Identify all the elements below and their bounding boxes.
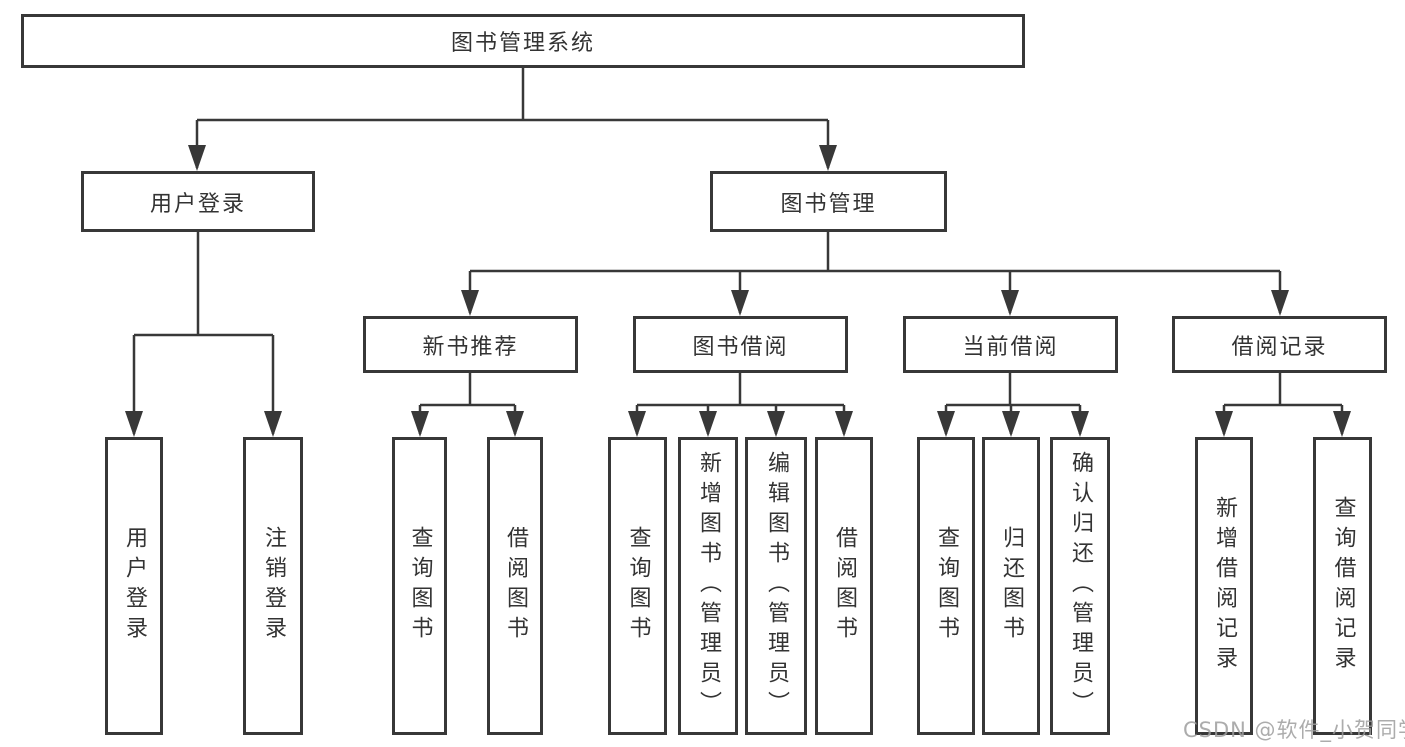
node-borrow-books: 借阅图书 [815,437,873,735]
node-label: 查询图书 [407,526,433,646]
node-label: 新增图书（管理员） [696,451,721,721]
node-label: 借阅记录 [1231,334,1328,360]
node-user-login-module: 用户登录 [81,171,315,232]
node-label: 用户登录 [122,526,147,646]
node-label: 注销登录 [261,526,286,646]
node-query-books-borrow: 查询图书 [608,437,667,735]
node-label: 当前借阅 [962,334,1059,360]
csdn-watermark: CSDN @软件_小贺同学 [1183,718,1405,742]
node-book-management-module: 图书管理 [710,171,947,232]
node-add-borrow-record: 新增借阅记录 [1195,437,1253,735]
node-user-login: 用户登录 [105,437,163,735]
node-label: 图书管理 [780,191,877,217]
node-edit-books-admin: 编辑图书（管理员） [745,437,807,735]
node-label: 借阅图书 [832,526,857,646]
node-label: 确认归还（管理员） [1068,451,1093,721]
node-query-books-current: 查询图书 [917,437,975,735]
node-query-borrow-record: 查询借阅记录 [1313,437,1372,735]
node-label: 查询借阅记录 [1330,496,1356,676]
node-query-books-recommend: 查询图书 [392,437,447,735]
node-label: 归还图书 [999,526,1024,646]
node-label: 图书借阅 [692,334,789,360]
arrowheads [125,145,1351,437]
node-confirm-return-admin: 确认归还（管理员） [1050,437,1110,735]
node-library-management-system: 图书管理系统 [21,14,1025,68]
node-borrow-books-recommend: 借阅图书 [487,437,543,735]
node-label: 借阅图书 [503,526,528,646]
node-borrowing-records: 借阅记录 [1172,316,1387,373]
node-current-borrowing: 当前借阅 [903,316,1118,373]
node-label: 查询图书 [625,526,651,646]
node-label: 编辑图书（管理员） [764,451,789,721]
node-return-books: 归还图书 [982,437,1040,735]
node-label: 新增借阅记录 [1212,496,1237,676]
node-logout: 注销登录 [243,437,303,735]
node-label: 查询图书 [934,526,959,646]
node-label: 用户登录 [149,191,246,217]
node-label: 新书推荐 [422,334,519,360]
node-book-borrowing: 图书借阅 [633,316,848,373]
node-add-books-admin: 新增图书（管理员） [678,437,738,735]
node-label: 图书管理系统 [450,31,595,56]
node-new-book-recommendation: 新书推荐 [363,316,578,373]
